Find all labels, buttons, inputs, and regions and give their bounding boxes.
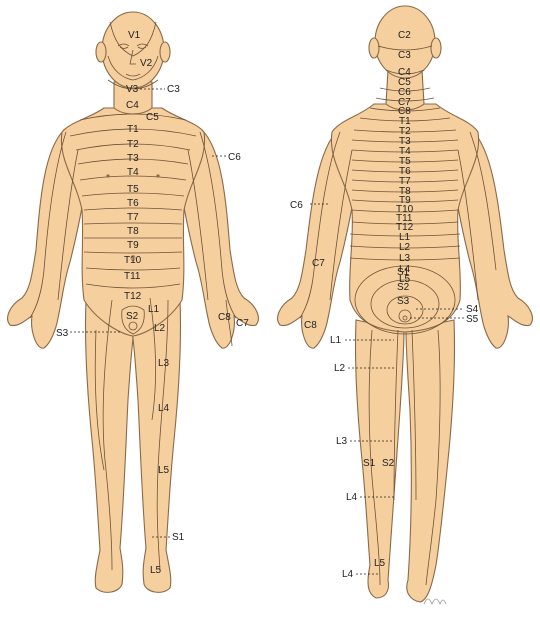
front-label-l5-lower: L5	[150, 565, 162, 576]
front-label-l5-upper: L5	[158, 465, 170, 476]
front-label-t1: T1	[127, 124, 139, 135]
back-label-s1-leg: S1	[363, 458, 376, 469]
back-callout-l1: L1	[330, 335, 342, 346]
back-label-t1: T1	[399, 116, 411, 127]
front-label-s2: S2	[126, 311, 139, 322]
back-label-c3: C3	[398, 50, 411, 61]
front-label-c4: C4	[126, 100, 139, 111]
back-label-c2: C2	[398, 30, 411, 41]
front-label-t10: T10	[124, 255, 142, 266]
front-callout-c6: C6	[228, 152, 241, 163]
back-callout-l4: L4	[346, 492, 358, 503]
front-label-t7: T7	[127, 212, 139, 223]
front-label-c8: C8	[218, 312, 231, 323]
front-label-v1: V1	[128, 30, 141, 41]
front-label-t8: T8	[127, 226, 139, 237]
leader-lines	[70, 88, 464, 575]
front-label-t2: T2	[127, 139, 139, 150]
back-label-t9: T9	[399, 195, 411, 206]
back-label-l4: L4	[399, 264, 411, 275]
back-label-c5: C5	[398, 77, 411, 88]
back-label-c4: C4	[398, 67, 411, 78]
back-label-l5: L5	[399, 274, 411, 285]
front-label-t11: T11	[124, 271, 141, 282]
back-callout-l2: L2	[334, 363, 346, 374]
front-label-c7: C7	[236, 318, 249, 329]
signature-mark	[423, 598, 447, 606]
front-label-t6: T6	[127, 198, 139, 209]
back-label-t3: T3	[399, 136, 411, 147]
back-label-c8: C8	[398, 106, 411, 117]
front-label-c5: C5	[146, 112, 159, 123]
front-label-v3: V3	[126, 84, 139, 95]
back-label-t7: T7	[399, 176, 411, 187]
front-callout-c3: C3	[167, 84, 180, 95]
back-label-t2: T2	[399, 126, 411, 137]
front-label-l4: L4	[158, 403, 170, 414]
back-label-t12: T12	[396, 222, 414, 233]
back-label-s2: S2	[397, 282, 410, 293]
back-label-t8: T8	[399, 186, 411, 197]
front-figure	[7, 11, 259, 593]
back-label-s2-leg: S2	[382, 458, 395, 469]
back-label-t5: T5	[399, 156, 411, 167]
back-label-l3: L3	[399, 253, 411, 264]
back-label-l5-foot: L5	[374, 558, 386, 569]
back-label-s3: S3	[397, 296, 410, 307]
back-labels: C2 C3 C4 C5 C6 C7 C8 T1 T2 T3 T4 T5 T6 T…	[290, 30, 479, 580]
front-label-l3: L3	[158, 358, 170, 369]
front-label-l2: L2	[154, 323, 166, 334]
back-label-l1: L1	[399, 232, 411, 243]
front-label-v2: V2	[140, 58, 153, 69]
front-callout-s3: S3	[56, 328, 69, 339]
back-callout-l4-foot: L4	[342, 569, 354, 580]
front-label-t3: T3	[127, 153, 139, 164]
back-callout-s5: S5	[466, 314, 479, 325]
back-label-c7: C7	[398, 97, 411, 108]
back-label-l2: L2	[399, 242, 411, 253]
back-label-t10: T10	[396, 204, 414, 215]
back-callout-c6: C6	[290, 200, 303, 211]
back-label-s1: S1	[397, 267, 410, 278]
front-labels: V1 V2 V3 C4 C5 T1 T2 T3 T4 T5 T6 T7 T8 T…	[56, 30, 249, 576]
front-callout-s1: S1	[172, 532, 185, 543]
front-label-t12: T12	[124, 291, 142, 302]
back-callout-c7: C7	[312, 258, 325, 269]
back-callout-s4: S4	[466, 304, 479, 315]
back-label-t11: T11	[396, 213, 413, 224]
back-label-t6: T6	[399, 166, 411, 177]
back-label-c6: C6	[398, 87, 411, 98]
front-label-t9: T9	[127, 240, 139, 251]
back-figure	[277, 5, 533, 603]
front-label-t4: T4	[127, 167, 139, 178]
back-callout-l3: L3	[336, 436, 348, 447]
back-label-t4: T4	[399, 146, 411, 157]
back-callout-c8: C8	[304, 320, 317, 331]
front-label-t5: T5	[127, 184, 139, 195]
front-label-l1: L1	[148, 304, 160, 315]
